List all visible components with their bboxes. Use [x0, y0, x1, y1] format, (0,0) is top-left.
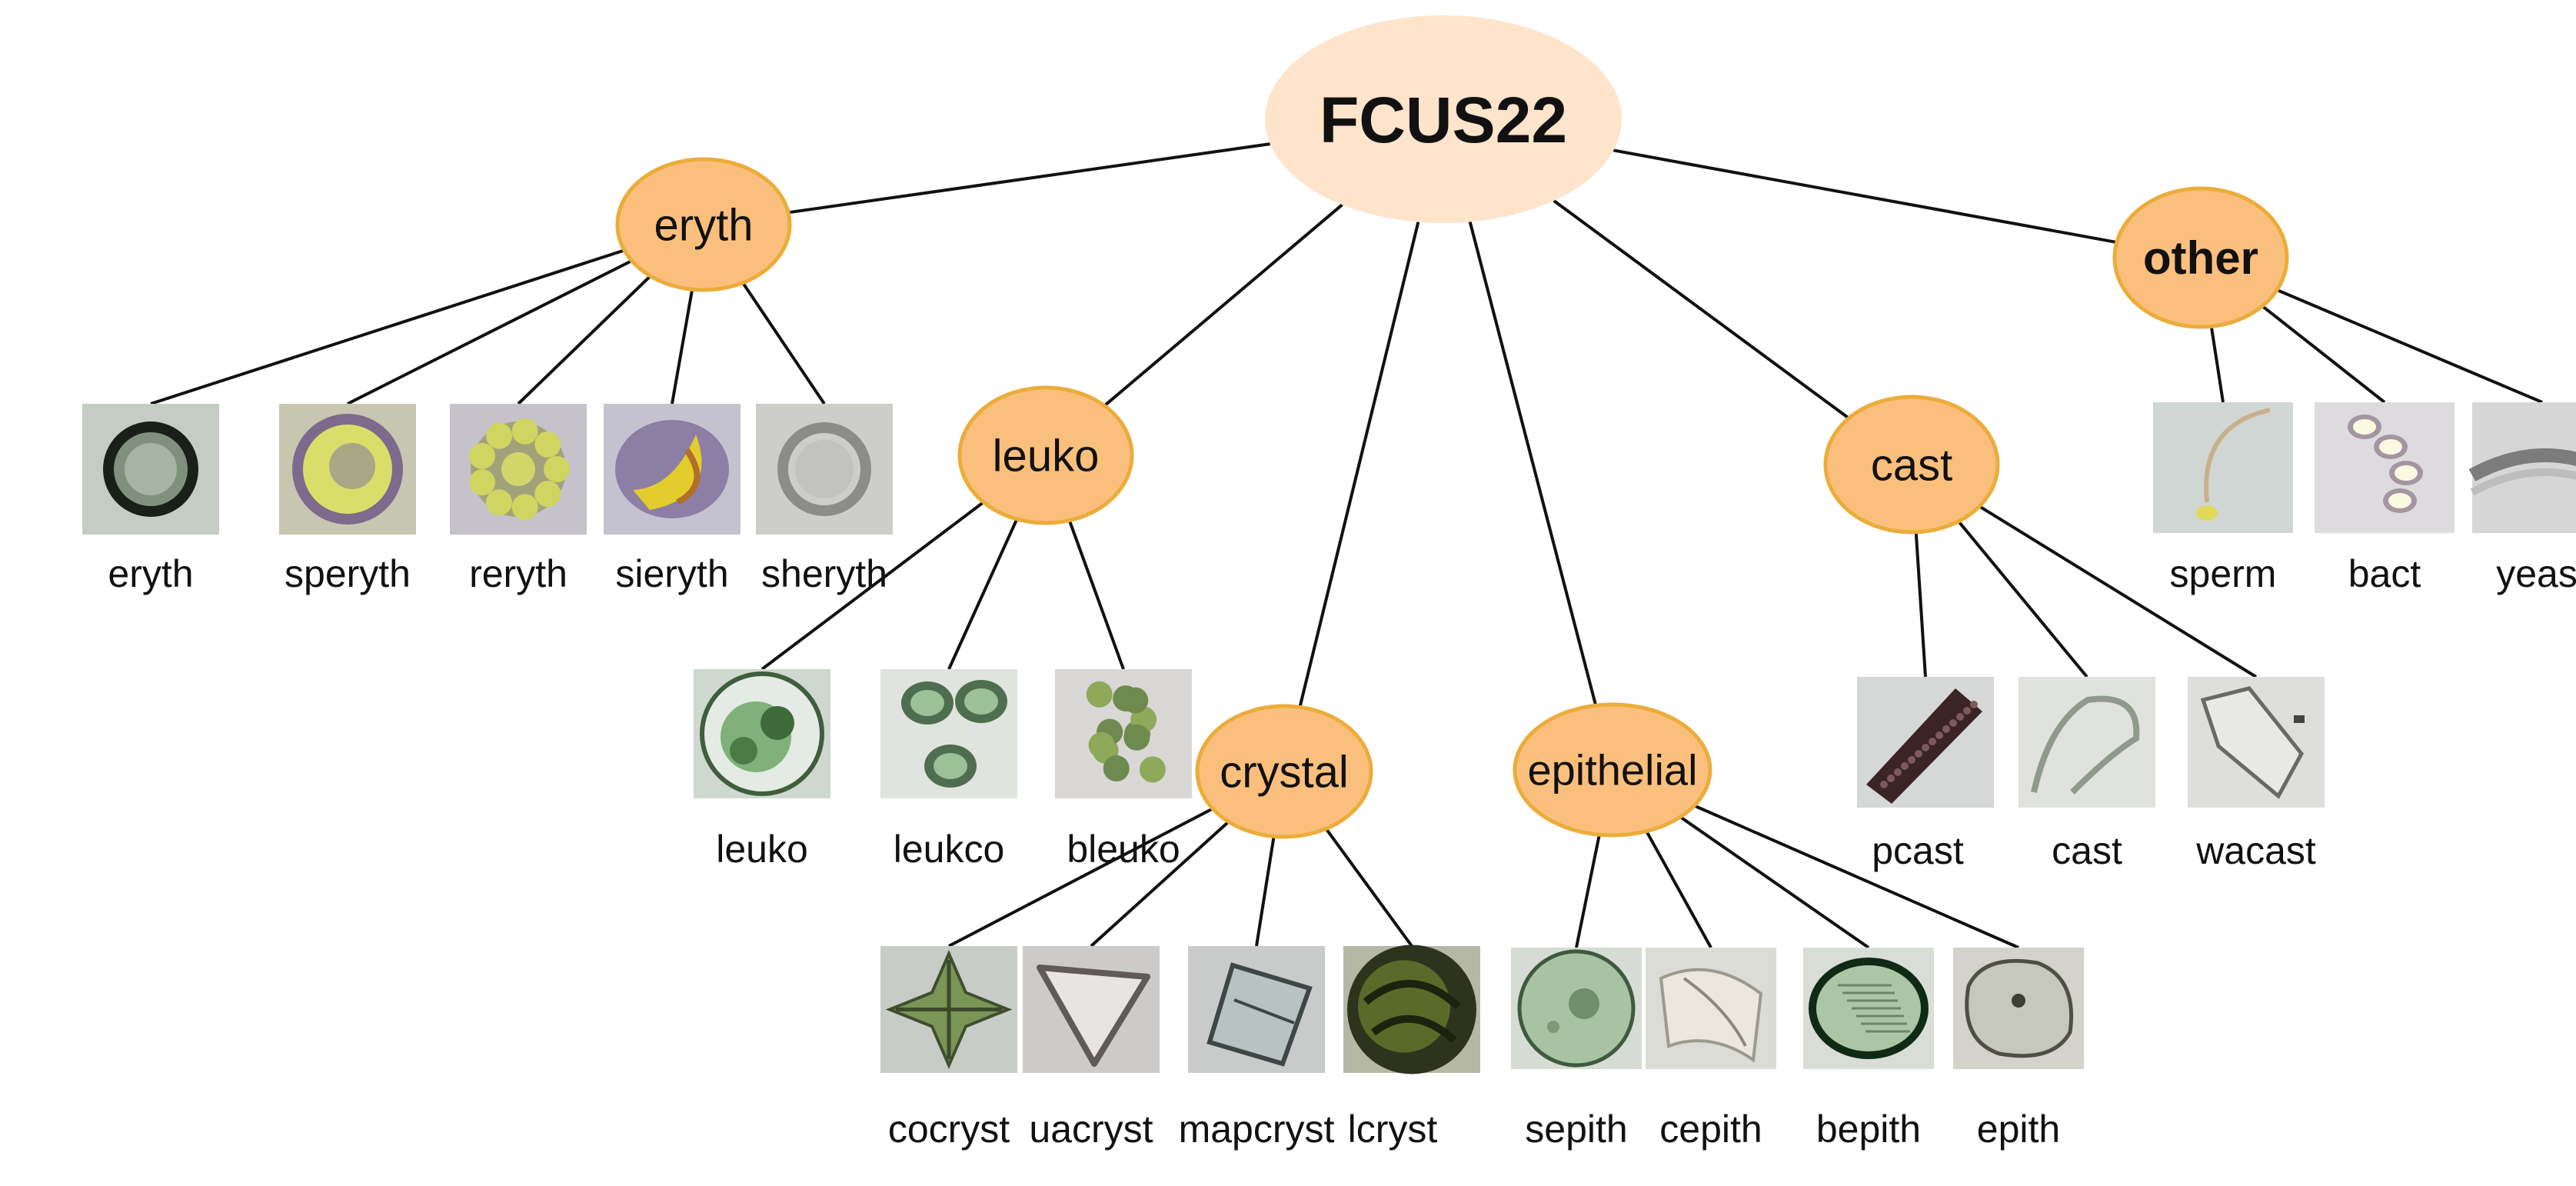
waxy-thumbnail [2188, 677, 2325, 808]
sample-label-reryth: reryth [469, 552, 567, 595]
sample-label-cocryst: cocryst [888, 1108, 1010, 1151]
node-label-cast: cast [1871, 440, 1952, 490]
edge-other-yeast [2276, 288, 2543, 404]
dark-sphere-thumbnail [1343, 944, 1480, 1074]
edge-leuko-bleuko [1067, 519, 1125, 670]
edge-root-leuko [1103, 203, 1343, 408]
root-label: FCUS22 [1320, 84, 1567, 156]
oval-cell-thumbnail [1803, 948, 1934, 1069]
crenated-thumbnail [450, 404, 587, 535]
hyaline-thumbnail [2019, 677, 2155, 808]
flat-cell-thumbnail [1953, 948, 2084, 1069]
edge-eryth-reryth [517, 275, 652, 405]
sample-label-lcryst: lcryst [1348, 1108, 1438, 1151]
sample-thumbnails [82, 402, 2576, 1074]
node-label-leuko: leuko [993, 431, 1100, 481]
sample-label-epith: epith [1977, 1108, 2060, 1151]
edge-eryth-eryth [150, 248, 625, 405]
edge-leuko-leuko [760, 501, 985, 671]
sickle-thumbnail [604, 404, 741, 535]
sample-label-sieryth: sieryth [615, 552, 728, 595]
sample-label-mapcryst: mapcryst [1179, 1108, 1335, 1151]
edge-epithelial-bepith [1679, 815, 1870, 949]
edge-crystal-mapcryst [1255, 836, 1276, 947]
tree-edges [150, 142, 2543, 949]
node-label-crystal: crystal [1220, 747, 1349, 797]
triangle-thumbnail [1023, 946, 1160, 1073]
edge-cast-pcast [1914, 531, 1927, 678]
sample-label-yeast: yeast [2496, 552, 2576, 595]
edge-other-sperm [2209, 326, 2225, 403]
streak-thumbnail [2468, 402, 2576, 533]
edge-epithelial-epith [1693, 804, 2019, 949]
tree-nodes: eryth leuko crystal epithelial cast other FCUS… [615, 15, 2289, 839]
node-label-eryth: eryth [654, 200, 754, 250]
node-eryth: eryth [615, 157, 792, 292]
sample-label-sperm: sperm [2170, 552, 2277, 595]
sample-label-eryth: eryth [108, 552, 193, 595]
cluster-thumbnail [880, 669, 1017, 798]
edge-root-cast [1553, 199, 1850, 420]
sample-label-speryth: speryth [285, 552, 411, 595]
edge-root-epithelial [1468, 221, 1598, 706]
edge-eryth-sheryth [741, 282, 826, 405]
sample-label-wacast: wacast [2195, 829, 2316, 872]
yellow-disc-thumbnail [279, 404, 416, 535]
edge-cast-wacast [1979, 505, 2258, 678]
node-label-epithelial: epithelial [1527, 746, 1697, 795]
sample-label-bepith: bepith [1816, 1108, 1921, 1151]
edge-root-crystal [1298, 222, 1420, 708]
node-epithelial: epithelial [1513, 702, 1712, 838]
edge-epithelial-cepith [1645, 830, 1712, 948]
edge-crystal-lcryst [1324, 828, 1413, 948]
sample-labels: eryth speryth reryth sieryth sheryth leuko leu… [108, 552, 2576, 1151]
edge-cast-cast [1957, 520, 2088, 678]
sample-label-leukco: leukco [894, 828, 1005, 871]
sample-label-uacryst: uacryst [1029, 1108, 1153, 1151]
beads-thumbnail [2315, 402, 2455, 533]
envelope-thumbnail [880, 946, 1017, 1073]
sample-label-bact: bact [2348, 552, 2421, 595]
blob-thumbnail [1055, 669, 1192, 798]
edge-root-other [1612, 148, 2118, 245]
node-label-other: other [2143, 232, 2258, 284]
node-crystal: crystal [1195, 704, 1373, 839]
sample-label-cast: cast [2052, 829, 2122, 872]
edge-crystal-uacryst [1090, 820, 1230, 948]
sample-label-cepith: cepith [1659, 1108, 1762, 1151]
edge-other-bact [2261, 305, 2386, 404]
prism-thumbnail [1188, 946, 1325, 1073]
green-cell-thumbnail [694, 669, 830, 798]
edge-eryth-sieryth [671, 288, 694, 405]
node-leuko: leuko [957, 385, 1134, 525]
ghost-thumbnail [756, 404, 893, 535]
folded-thumbnail [1646, 948, 1776, 1069]
edge-leuko-leukco [947, 518, 1019, 670]
sample-label-pcast: pcast [1872, 829, 1964, 872]
dark-ring-thumbnail [82, 404, 219, 535]
edge-epithelial-sepith [1575, 834, 1601, 948]
sperm-thumbnail [2153, 402, 2293, 533]
node-cast: cast [1823, 395, 2000, 535]
sample-label-sepith: sepith [1525, 1108, 1627, 1151]
node-other: other [2112, 186, 2289, 329]
edge-crystal-cocryst [948, 807, 1214, 948]
round-cell-thumbnail [1511, 948, 1642, 1069]
sample-label-bleuko: bleuko [1067, 828, 1180, 871]
sample-label-leuko: leuko [716, 828, 808, 871]
edge-eryth-speryth [347, 259, 633, 405]
sample-label-sheryth: sheryth [761, 552, 887, 595]
granular-thumbnail [1857, 677, 1994, 808]
root-node: FCUS22 [1265, 15, 1622, 223]
edge-root-eryth [787, 142, 1270, 215]
